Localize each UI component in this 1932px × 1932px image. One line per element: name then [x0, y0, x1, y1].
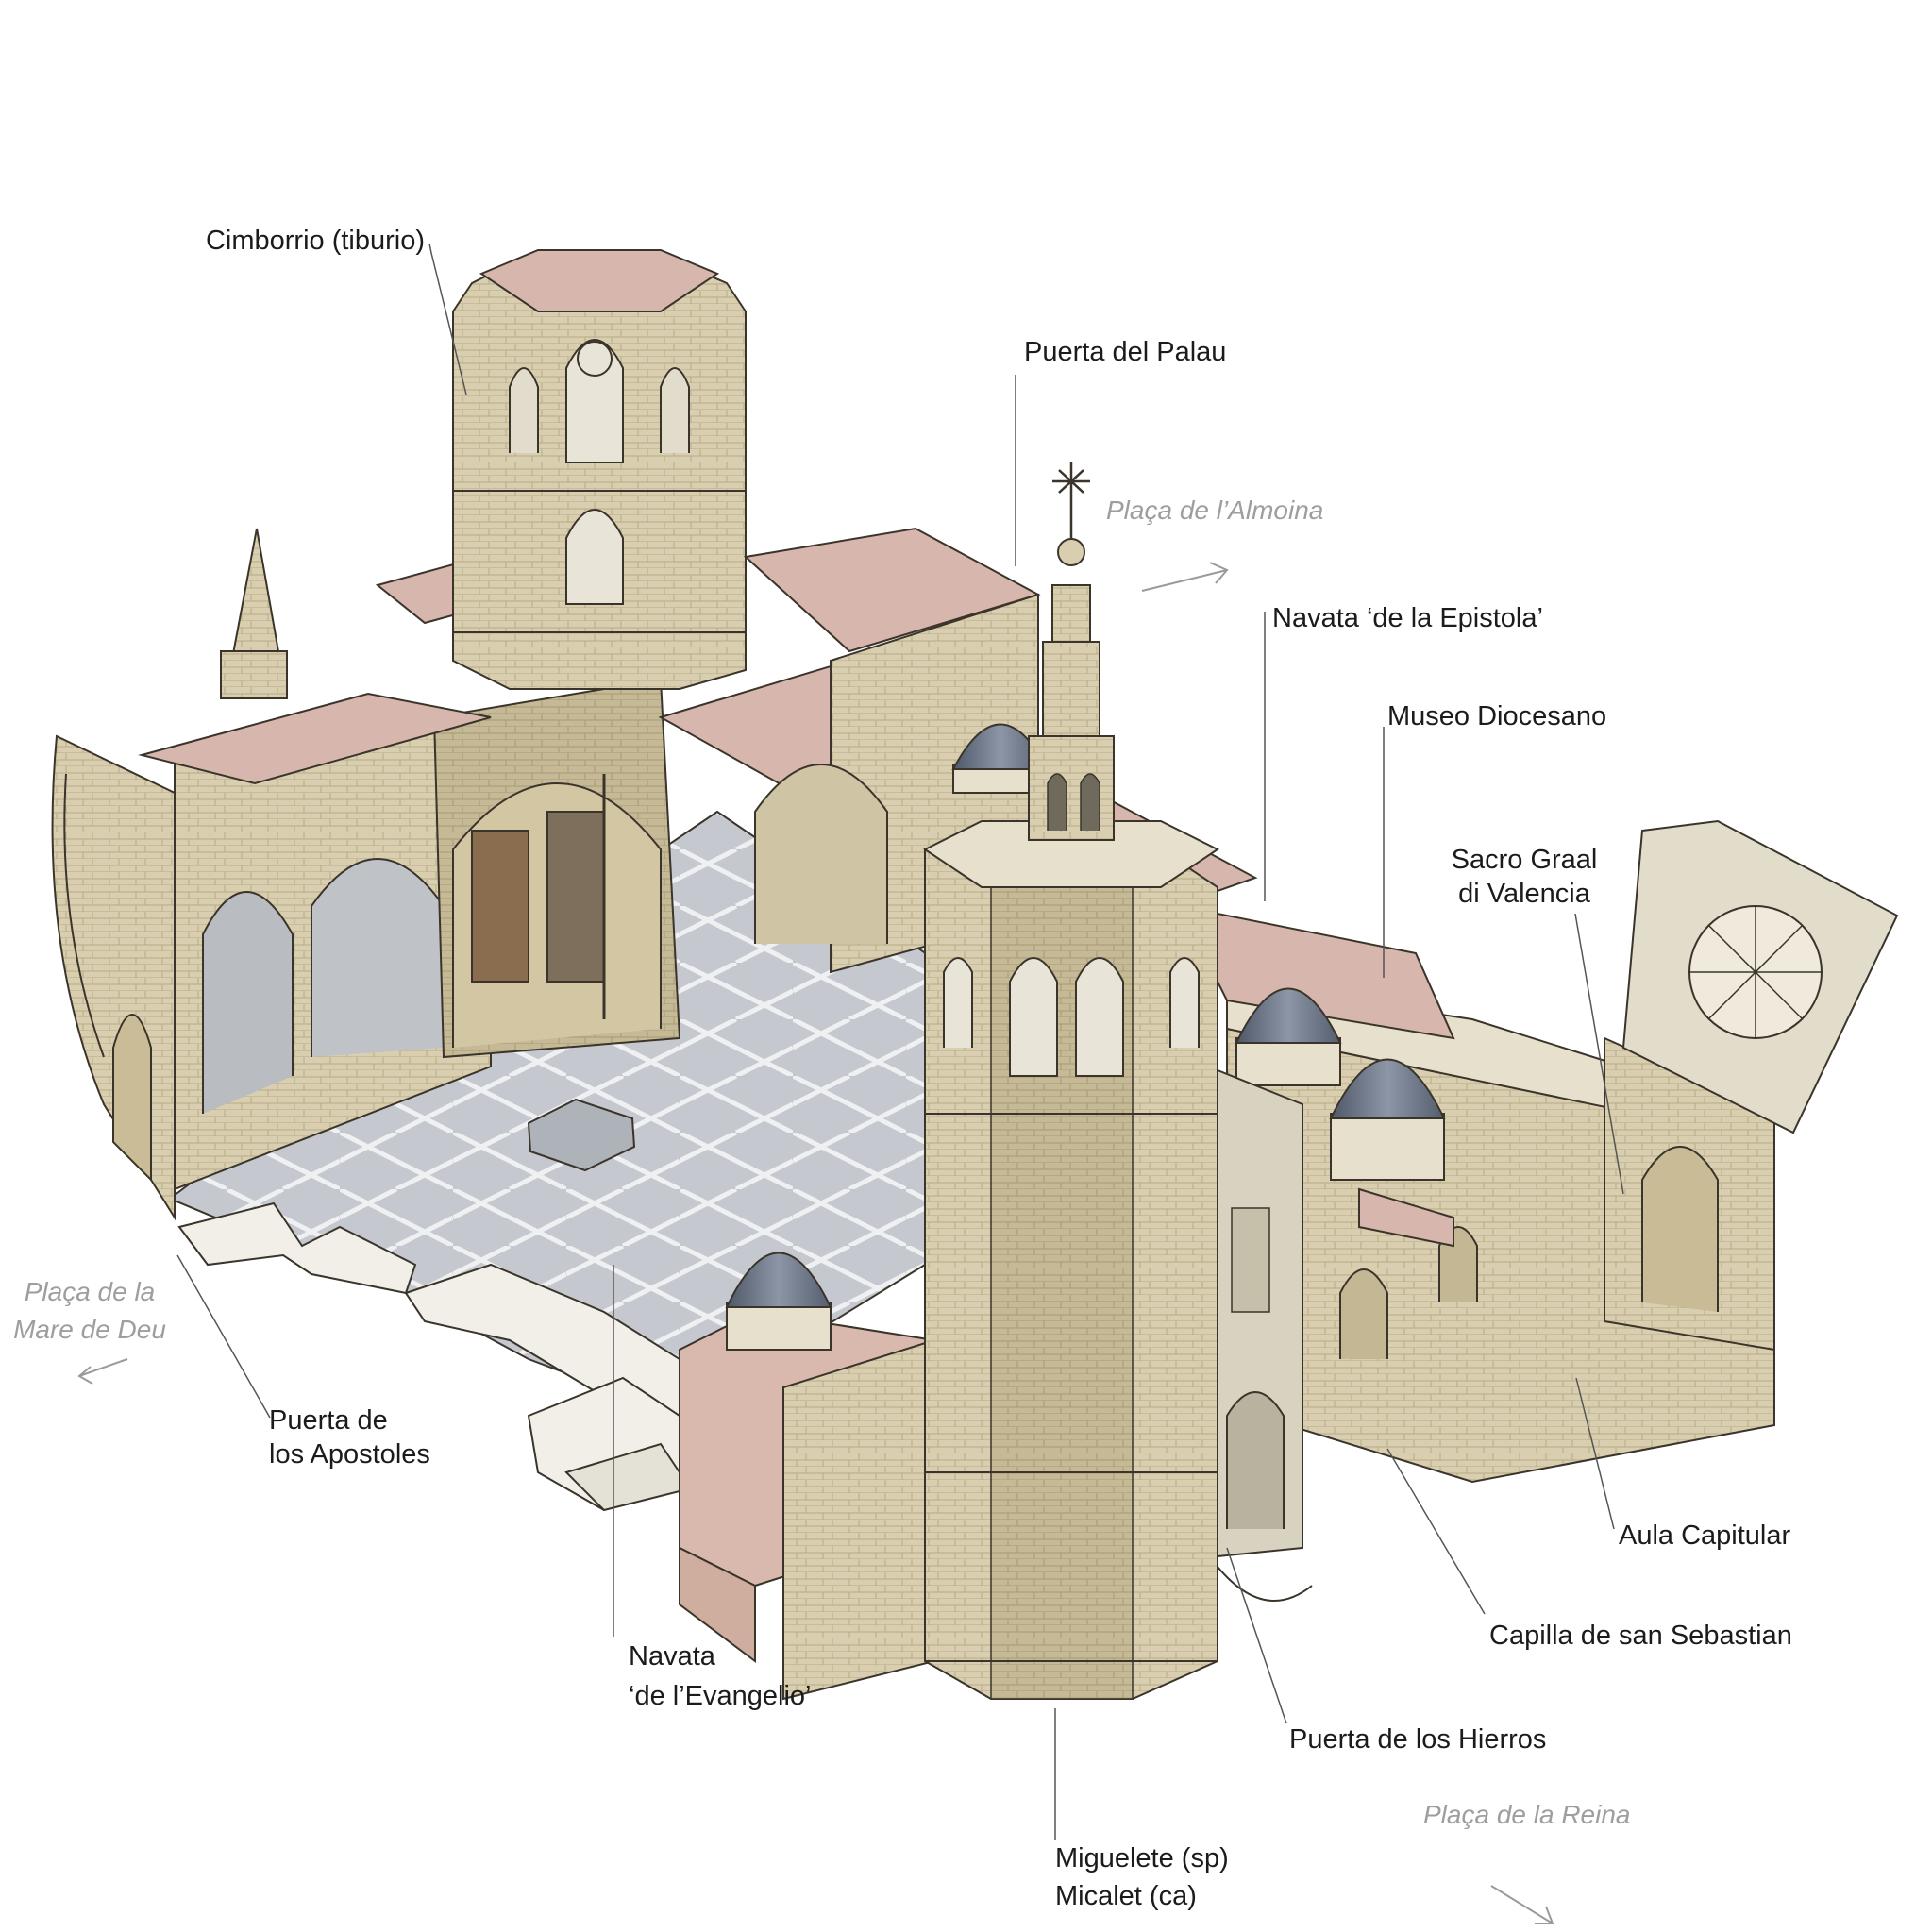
label-navata-evangelio-line2: ‘de l’Evangelio’	[629, 1681, 812, 1711]
leader-aula	[1575, 1377, 1615, 1530]
arrow-almoina	[1141, 562, 1229, 592]
leader-apostoles	[176, 1254, 271, 1419]
label-sacro-graal-line2: di Valencia	[1458, 879, 1590, 909]
label-navata-epistola: Navata ‘de la Epistola’	[1272, 603, 1543, 633]
label-miguelete-line2: Micalet (ca)	[1055, 1881, 1197, 1911]
label-puerta-apostoles-line1: Puerta de	[269, 1405, 388, 1436]
arrow-mare-de-deu	[77, 1358, 128, 1385]
left-apse-wall	[51, 734, 176, 1221]
arrow-reina	[1490, 1885, 1554, 1924]
miguelete-bell-tower	[923, 462, 1219, 1700]
street-mare-de-deu-line2: Mare de Deu	[13, 1315, 166, 1344]
leader-sacro-graal	[1574, 913, 1624, 1195]
cimborrio-tower	[452, 249, 747, 690]
label-aula-capitular: Aula Capitular	[1619, 1520, 1791, 1551]
presbytery	[432, 678, 681, 1059]
leader-hierros	[1226, 1547, 1287, 1724]
street-placa-almoina: Plaça de l’Almoina	[1106, 496, 1324, 525]
label-puerta-apostoles-line2: los Apostoles	[269, 1439, 430, 1470]
street-arrows	[77, 562, 1554, 1924]
street-placa-reina: Plaça de la Reina	[1423, 1800, 1631, 1829]
puerta-de-los-hierros-facade	[1207, 1065, 1313, 1602]
label-puerta-de-los-hierros: Puerta de los Hierros	[1289, 1724, 1547, 1755]
label-museo-diocesano: Museo Diocesano	[1387, 701, 1607, 731]
aula-capitular-chapel	[1604, 819, 1899, 1352]
label-miguelete-line1: Miguelete (sp)	[1055, 1843, 1229, 1873]
street-mare-de-deu-line1: Plaça de la	[24, 1277, 156, 1306]
leader-capilla	[1386, 1448, 1486, 1615]
label-navata-evangelio-line1: Navata	[629, 1641, 715, 1672]
label-capilla-san-sebastian: Capilla de san Sebastian	[1489, 1621, 1792, 1651]
label-puerta-del-palau: Puerta del Palau	[1024, 337, 1227, 367]
foundations	[177, 1201, 680, 1512]
left-spire	[220, 528, 288, 699]
dome-middle	[1329, 1058, 1446, 1181]
north-aisle-wall	[174, 715, 492, 1191]
label-sacro-graal-line1: Sacro Graal	[1451, 845, 1598, 875]
label-cimborrio: Cimborrio (tiburio)	[205, 226, 425, 256]
leader-lines	[176, 243, 1624, 1840]
leader-cimborrio	[428, 243, 467, 395]
dome-upper	[1235, 987, 1342, 1086]
